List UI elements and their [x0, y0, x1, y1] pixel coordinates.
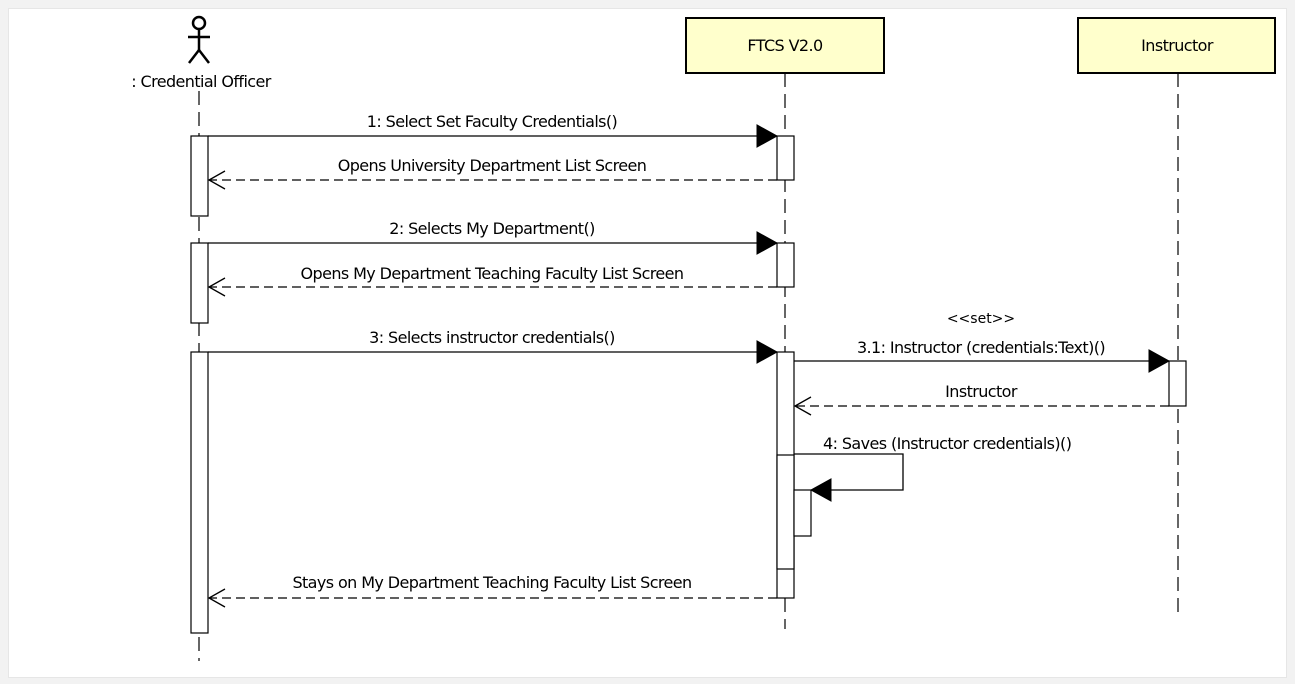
return-label: Opens University Department List Screen: [338, 156, 647, 175]
message-label: 3: Selects instructor credentials(): [369, 328, 615, 347]
message-3[interactable]: 3: Selects instructor credentials(): [208, 328, 779, 364]
stick-figure-icon: [188, 15, 210, 64]
return-3-1[interactable]: Instructor: [793, 382, 1169, 416]
participant-label: FTCS V2.0: [747, 36, 823, 55]
diagram-canvas: : Credential Officer FTCS V2.0 Instructo…: [8, 8, 1287, 678]
open-arrowhead-icon: [207, 277, 226, 297]
message-1[interactable]: 1: Select Set Faculty Credentials(): [208, 112, 779, 148]
filled-arrowhead-icon: [809, 478, 832, 502]
filled-arrowhead-icon: [756, 340, 779, 364]
return-label: Opens My Department Teaching Faculty Lis…: [301, 264, 684, 283]
message-label: 4: Saves (Instructor credentials)(): [823, 434, 1071, 453]
message-line: [794, 453, 904, 491]
open-arrowhead-icon: [207, 170, 226, 190]
actor-credential-officer[interactable]: : Credential Officer: [131, 15, 272, 91]
return-2[interactable]: Opens My Department Teaching Faculty Lis…: [207, 264, 777, 297]
participant-box: [685, 17, 885, 74]
message-label: 2: Selects My Department(): [389, 219, 595, 238]
activation-officer-2: [190, 242, 209, 324]
message-3-1[interactable]: <<set>> 3.1: Instructor (credentials:Tex…: [794, 311, 1171, 373]
return-label: Instructor: [945, 382, 1018, 401]
activation-officer-1: [190, 135, 209, 217]
message-label: 1: Select Set Faculty Credentials(): [367, 112, 617, 131]
message-2[interactable]: 2: Selects My Department(): [208, 219, 779, 255]
participant-label: Instructor: [1141, 36, 1214, 55]
stereotype-label: <<set>>: [947, 311, 1015, 327]
participant-instructor[interactable]: Instructor: [1077, 17, 1276, 74]
filled-arrowhead-icon: [1148, 349, 1171, 373]
return-label: Stays on My Department Teaching Faculty …: [292, 573, 691, 592]
participant-ftcs[interactable]: FTCS V2.0: [685, 17, 885, 74]
activation-ftcs-self: [793, 489, 812, 537]
open-arrowhead-icon: [207, 588, 226, 608]
message-label: 3.1: Instructor (credentials:Text)(): [857, 338, 1105, 357]
participant-box: [1077, 17, 1276, 74]
activation-officer-3: [190, 351, 209, 634]
return-3[interactable]: Stays on My Department Teaching Faculty …: [207, 573, 777, 608]
activation-ftcs-1: [776, 135, 795, 181]
activation-instructor: [1168, 360, 1187, 407]
message-4-self-call[interactable]: 4: Saves (Instructor credentials)(): [794, 434, 1072, 502]
return-1[interactable]: Opens University Department List Screen: [207, 156, 777, 190]
open-arrowhead-icon: [793, 396, 812, 416]
activation-ftcs-nested: [776, 454, 795, 570]
filled-arrowhead-icon: [756, 231, 779, 255]
sequence-diagram: : Credential Officer FTCS V2.0 Instructo…: [131, 15, 1276, 661]
actor-label: : Credential Officer: [131, 72, 271, 91]
filled-arrowhead-icon: [756, 124, 779, 148]
activation-ftcs-2: [776, 242, 795, 288]
